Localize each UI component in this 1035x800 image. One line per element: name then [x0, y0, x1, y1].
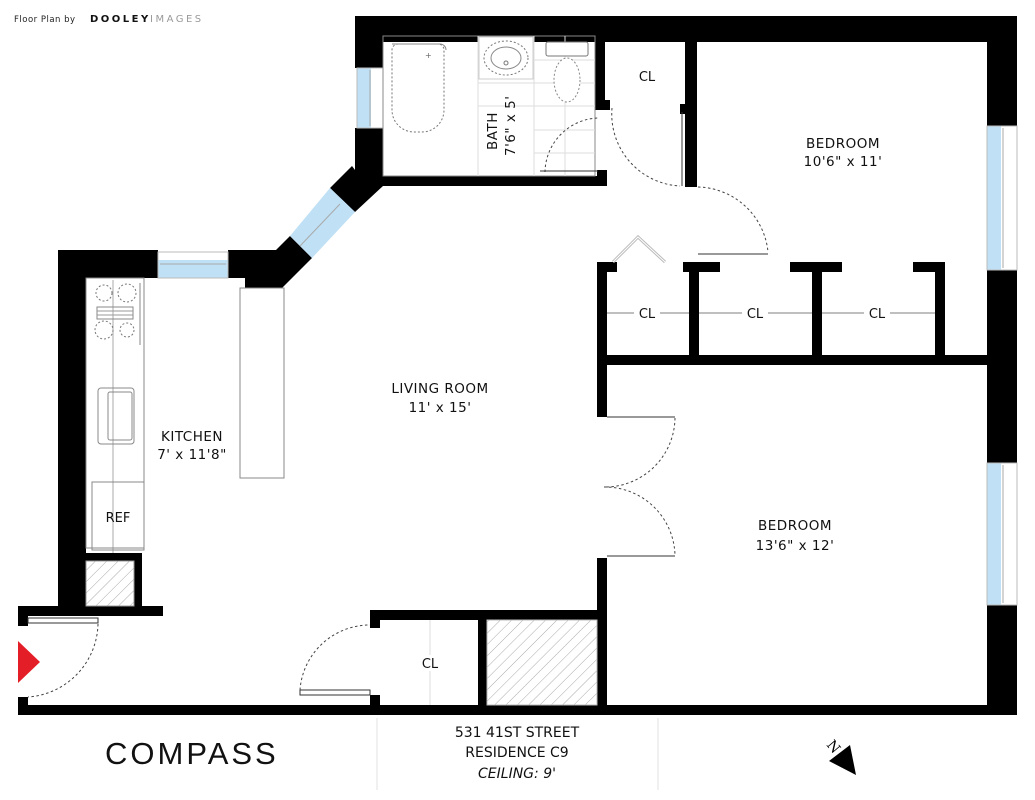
- closet-door-swing: [611, 107, 681, 187]
- closet-label: CL: [639, 70, 656, 85]
- bathtub-icon: [391, 43, 445, 133]
- credit-prefix: Floor Plan by: [14, 15, 76, 25]
- wall-entry-top: [18, 606, 163, 616]
- bifold-door: [611, 234, 667, 264]
- bedroom2-door-swing-lower: [603, 486, 676, 557]
- kitchen-sink-icon: [97, 387, 135, 445]
- bedroom2-name: BEDROOM: [758, 518, 832, 534]
- wall-bottom: [18, 705, 1017, 715]
- refrigerator: [91, 481, 145, 551]
- wall-bath-bottom: [380, 176, 606, 186]
- kitchen-name: KITCHEN: [161, 429, 223, 445]
- entry-arrow-icon: [18, 641, 40, 683]
- chase-hatched: [85, 560, 135, 607]
- wall-hall-left: [597, 262, 607, 417]
- wall-bath-right: [595, 35, 605, 105]
- footer: COMPASS 531 41ST STREET RESIDENCE C9 CEI…: [105, 718, 856, 790]
- wall-left: [58, 250, 86, 612]
- wall-right-1: [987, 16, 1017, 126]
- bath-fixtures: +: [382, 35, 599, 177]
- north-arrow-icon: N: [823, 737, 856, 775]
- floor-plan-credit: Floor Plan by DOOLEY IMAGES: [14, 14, 204, 25]
- bedroom1-door-swing: [697, 186, 769, 253]
- chase-hatched-2: [486, 619, 598, 706]
- wall-entry-closet-top: [370, 610, 607, 620]
- window-kitchen: [157, 251, 229, 279]
- closet-label: CL: [422, 657, 439, 672]
- toilet-icon: [545, 41, 589, 57]
- credit-brand-bold: DOOLEY: [90, 14, 151, 25]
- bedroom1-dims: 10'6" x 11': [804, 154, 883, 170]
- sink-icon: [483, 40, 529, 76]
- entry-closet-door-swing: [299, 624, 371, 691]
- closet-label: CL: [639, 307, 656, 322]
- entry-door-swing: [27, 623, 99, 698]
- walls: [18, 16, 1017, 715]
- bedroom1-name: BEDROOM: [806, 136, 880, 152]
- bath-dims: 7'6" x 5': [503, 96, 519, 156]
- window-bath: [356, 67, 384, 129]
- living-room-dims: 11' x 15': [409, 400, 472, 416]
- kitchen-fixtures: REF: [85, 277, 285, 607]
- kitchen-dims: 7' x 11'8": [157, 447, 227, 463]
- closet-label: CL: [869, 307, 886, 322]
- credit-brand-light: IMAGES: [150, 14, 204, 25]
- window-bay: [290, 188, 355, 258]
- entry-door-leaf: [27, 617, 99, 624]
- wall-bedroom2-left: [597, 558, 607, 713]
- wall-closets-bottom: [597, 355, 1017, 365]
- windows: [157, 67, 1018, 606]
- ref-label: REF: [106, 511, 131, 526]
- bedroom2-door-swing-upper: [603, 417, 676, 488]
- wall-closet-bedroom: [685, 35, 697, 187]
- residence-line: RESIDENCE C9: [465, 745, 568, 761]
- stove-icon: [94, 283, 141, 345]
- bath-label: BATH 7'6" x 5': [485, 96, 519, 156]
- wall-kitchen-top-right: [228, 250, 278, 278]
- bedroom2-dims: 13'6" x 12': [756, 538, 835, 554]
- wall-bay-upper: [330, 166, 383, 212]
- closet-label: CL: [747, 307, 764, 322]
- window-bedroom-2: [986, 462, 1018, 606]
- svg-text:+: +: [425, 51, 432, 60]
- wall-right-3: [987, 605, 1017, 715]
- living-room-name: LIVING ROOM: [391, 381, 488, 397]
- compass-logo: COMPASS: [105, 736, 279, 771]
- kitchen-counter: [239, 287, 285, 479]
- bath-door-swing: [544, 117, 599, 173]
- wall-right-2: [987, 270, 1017, 463]
- address-line: 531 41ST STREET: [455, 725, 580, 741]
- ceiling-line: CEILING: 9': [478, 766, 556, 782]
- wall-bath-left-upper: [355, 16, 383, 68]
- window-bedroom-1: [986, 125, 1018, 271]
- bath-name: BATH: [485, 112, 501, 150]
- room-labels: BATH 7'6" x 5' BEDROOM 10'6" x 11' LIVIN…: [157, 70, 890, 672]
